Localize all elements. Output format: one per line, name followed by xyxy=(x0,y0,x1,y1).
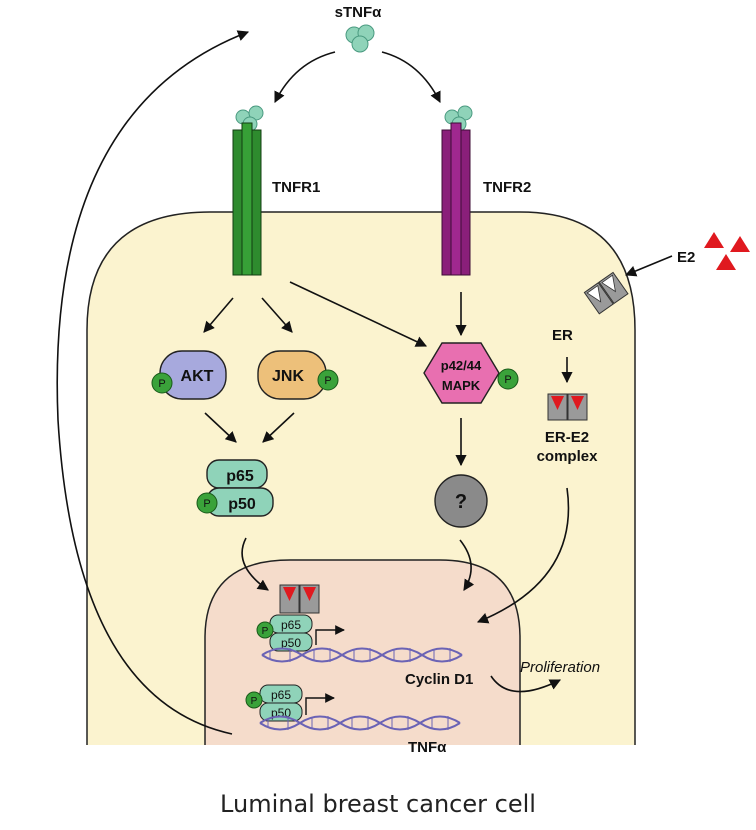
unknown-label: ? xyxy=(455,491,467,513)
er-e2-complex-label-line2: complex xyxy=(537,448,599,465)
er-e2-complex-icon xyxy=(547,393,588,421)
jnk-phospho-label: P xyxy=(324,375,331,387)
arrow-tnfr1-to-akt xyxy=(203,297,234,333)
mapk-label-line2: MAPK xyxy=(442,378,481,393)
tnfr2-receptor xyxy=(441,105,473,276)
arrow-nfkb-to-nucleus xyxy=(241,537,269,591)
jnk-phospho-icon xyxy=(317,369,339,391)
tnfr1-label: TNFR1 xyxy=(272,179,320,196)
cyclin-p65-label: p65 xyxy=(281,618,301,632)
nfkb-phospho-icon xyxy=(196,492,218,514)
arrow-akt-to-nfkb xyxy=(204,412,237,443)
e2-label: E2 xyxy=(677,249,695,266)
mapk-phospho-icon xyxy=(497,368,519,390)
nfkb-phospho-label: P xyxy=(203,498,210,510)
cyclin-phospho-icon xyxy=(256,621,274,639)
arrow-jnk-to-nfkb xyxy=(262,412,295,443)
arrow-tnfa-feedback xyxy=(56,30,250,735)
cyclin-p50-node xyxy=(269,632,313,652)
er-e2-complex-label-line1: ER-E2 xyxy=(545,429,589,446)
er-e2-dna-bound-icon xyxy=(279,584,320,614)
cyclin-dna-helix xyxy=(261,647,463,663)
cyclin-d1-label: Cyclin D1 xyxy=(405,671,473,688)
tnfa-gene-label: TNFα xyxy=(408,739,447,756)
mapk-label-line1: p42/44 xyxy=(441,358,482,373)
tnf-p65-label: p65 xyxy=(271,688,291,702)
tnf-promoter-arrow-icon xyxy=(305,693,335,715)
arrow-complex-to-nucleus xyxy=(476,487,570,624)
arrow-ligand-to-tnfr2 xyxy=(381,51,441,104)
akt-phospho-icon xyxy=(151,372,173,394)
diagram-caption: Luminal breast cancer cell xyxy=(220,790,536,818)
mapk-phospho-label: P xyxy=(504,374,511,386)
arrow-tnfr1-to-mapk xyxy=(289,281,428,347)
cyclin-p50-label: p50 xyxy=(281,636,301,650)
p50-label: p50 xyxy=(228,496,256,513)
tnf-phospho-label: P xyxy=(251,696,258,707)
stnfa-label: sTNFα xyxy=(335,4,383,21)
arrow-unknown-to-nucleus xyxy=(459,539,475,591)
stnfa-ligand-icon xyxy=(345,24,375,53)
tnfr1-receptor xyxy=(232,105,264,276)
cyclin-promoter-arrow-icon xyxy=(315,625,345,645)
er-receptor-icon xyxy=(583,271,629,315)
arrow-e2-to-er xyxy=(624,255,673,277)
unknown-node xyxy=(434,474,488,528)
er-label: ER xyxy=(552,327,573,344)
arrow-tnfr1-to-jnk xyxy=(261,297,293,333)
jnk-label: JNK xyxy=(272,368,304,385)
tnf-p50-node xyxy=(259,702,303,722)
arrow-ligand-to-tnfr1 xyxy=(274,51,336,104)
proliferation-label: Proliferation xyxy=(520,659,600,676)
tnfr2-label: TNFR2 xyxy=(483,179,531,196)
tnf-phospho-icon xyxy=(245,691,263,709)
cyclin-phospho-label: P xyxy=(262,626,269,637)
akt-phospho-label: P xyxy=(158,378,165,390)
akt-label: AKT xyxy=(181,368,214,385)
e2-triangles-icon xyxy=(704,232,750,270)
arrow-to-proliferation xyxy=(490,675,562,693)
p65-label: p65 xyxy=(226,468,254,485)
mapk-node xyxy=(423,342,500,404)
tnf-dna-helix xyxy=(259,715,461,731)
